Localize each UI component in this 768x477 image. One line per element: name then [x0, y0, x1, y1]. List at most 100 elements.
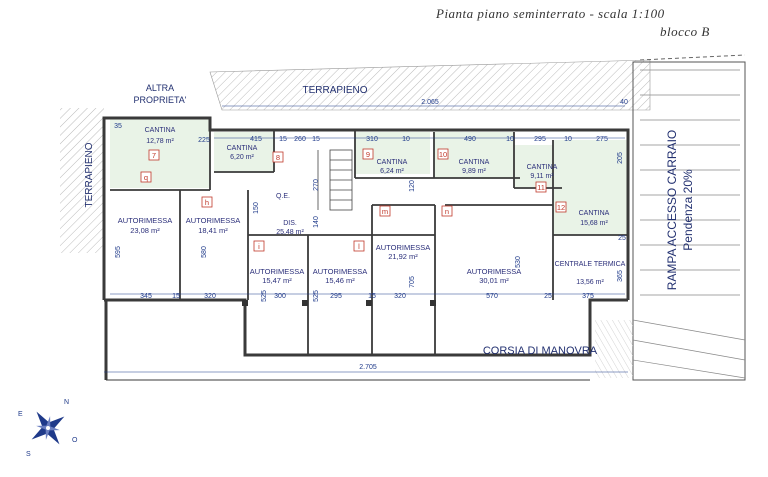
room-marker-box [148, 149, 160, 161]
dimension-value: 295 [330, 293, 342, 300]
room-marker: 8 [276, 153, 280, 162]
room-marker: 9 [366, 150, 370, 159]
dimension-value: 320 [394, 293, 406, 300]
dimension-value: 525 [313, 290, 320, 302]
label-altra: ALTRA [146, 83, 174, 93]
dimension-value: 10 [506, 136, 514, 143]
room-area: 9,89 m² [462, 168, 486, 175]
room-area: 15,46 m² [325, 276, 355, 285]
room-area: 30,01 m² [479, 276, 509, 285]
dimension-value: 225 [198, 137, 210, 144]
dimension-value: 120 [409, 180, 416, 192]
room-marker-box [140, 171, 152, 183]
dimension-value: 150 [253, 202, 260, 214]
label-terrapieno-top: TERRAPIENO [302, 85, 367, 96]
dimension-value: 15 [312, 136, 320, 143]
room-name: AUTORIMESSA [376, 243, 430, 252]
room-marker: i [258, 242, 260, 251]
room-area: 6,20 m² [230, 154, 254, 161]
dimension-value: 320 [204, 293, 216, 300]
dimension-value: 525 [261, 290, 268, 302]
room-marker-box [441, 205, 453, 217]
dimension-value: 275 [596, 136, 608, 143]
dim-2705: 2.705 [359, 364, 377, 371]
dimension-value: 415 [250, 136, 262, 143]
dimension-value: 15 [368, 293, 376, 300]
dimension-value: 530 [515, 256, 522, 268]
dimension-value: 140 [313, 216, 320, 228]
room-name: AUTORIMESSA [467, 267, 521, 276]
room-marker-box [437, 148, 449, 160]
dim-2065: 2.065 [421, 99, 439, 106]
compass-e: E [18, 411, 23, 418]
room-marker: q [144, 173, 148, 182]
room-marker: 12 [557, 203, 565, 212]
room-area: 25,48 m² [276, 229, 304, 236]
cantina-fills [110, 118, 628, 235]
room-marker: 10 [439, 150, 447, 159]
room-area: 21,92 m² [388, 252, 418, 261]
dimension-value: 310 [366, 136, 378, 143]
area-labels: TERRAPIENO TERRAPIENO ALTRA PROPRIETA' R… [84, 83, 695, 357]
compass-s: S [26, 451, 31, 458]
drawing-title: Pianta piano seminterrato - scala 1:100 [436, 6, 665, 21]
compass-o: O [72, 437, 78, 444]
room-marker: 7 [152, 151, 156, 160]
dimension-value: 295 [534, 136, 546, 143]
stair [317, 149, 353, 211]
compass-rose: N O S E [18, 399, 78, 458]
room-marker: 11 [537, 183, 545, 192]
room-area: 15,47 m² [262, 276, 292, 285]
dimension-value: 300 [274, 293, 286, 300]
rooms: CANTINA 12,78 m² CANTINA 6,20 m² CANTINA… [118, 127, 626, 286]
dimension-value: 25 [618, 235, 626, 242]
room-marker-box [201, 196, 213, 208]
room-name: CANTINA [377, 159, 408, 166]
room-marker-box [362, 148, 374, 160]
room-marker-box [379, 205, 391, 217]
dimension-value: 10 [402, 136, 410, 143]
drawing-subtitle: blocco B [660, 24, 710, 39]
room-marker-box [535, 181, 547, 193]
dimension-value: 15 [172, 293, 180, 300]
room-name: CENTRALE TERMICA [555, 261, 626, 268]
column-posts [242, 300, 436, 306]
dimension-value: 270 [313, 179, 320, 191]
dimension-value: 375 [582, 293, 594, 300]
room-name: CANTINA [459, 159, 490, 166]
dimension-value: 205 [617, 152, 624, 164]
ramp [595, 54, 746, 381]
room-area: 12,78 m² [146, 138, 174, 145]
dimension-value: 490 [464, 136, 476, 143]
room-name: DIS. [283, 220, 297, 227]
room-area: 18,41 m² [198, 226, 228, 235]
dimension-value: 40 [620, 99, 628, 106]
dimension-value: 365 [617, 270, 624, 282]
dimension-value: 705 [409, 276, 416, 288]
terrain-hatch [60, 59, 651, 253]
room-area: 6,24 m² [380, 168, 404, 175]
label-rampa: RAMPA ACCESSO CARRAIO [665, 130, 679, 290]
label-terrapieno-left: TERRAPIENO [84, 142, 95, 207]
room-area: 9,11 m² [530, 173, 554, 180]
dimension-value: 595 [115, 246, 122, 258]
room-marker-box [253, 240, 265, 252]
room-name: CANTINA [579, 210, 610, 217]
compass-n: N [64, 399, 69, 406]
room-marker-box [555, 201, 567, 213]
room-area: 15,68 m² [580, 220, 608, 227]
room-name: AUTORIMESSA [186, 216, 240, 225]
room-name: CANTINA [145, 127, 176, 134]
room-area: 23,08 m² [130, 226, 160, 235]
room-area: 13,56 m² [576, 279, 604, 286]
label-proprieta: PROPRIETA' [133, 95, 186, 105]
room-marker: m [382, 207, 388, 216]
qe-label: Q.E. [276, 193, 290, 200]
overall-dimensions: 2.065 2.705 [359, 99, 439, 371]
dimension-value: 345 [140, 293, 152, 300]
label-pendenza: Pendenza 20% [681, 169, 695, 251]
room-marker: n [445, 207, 449, 216]
dimension-lines [104, 105, 628, 373]
